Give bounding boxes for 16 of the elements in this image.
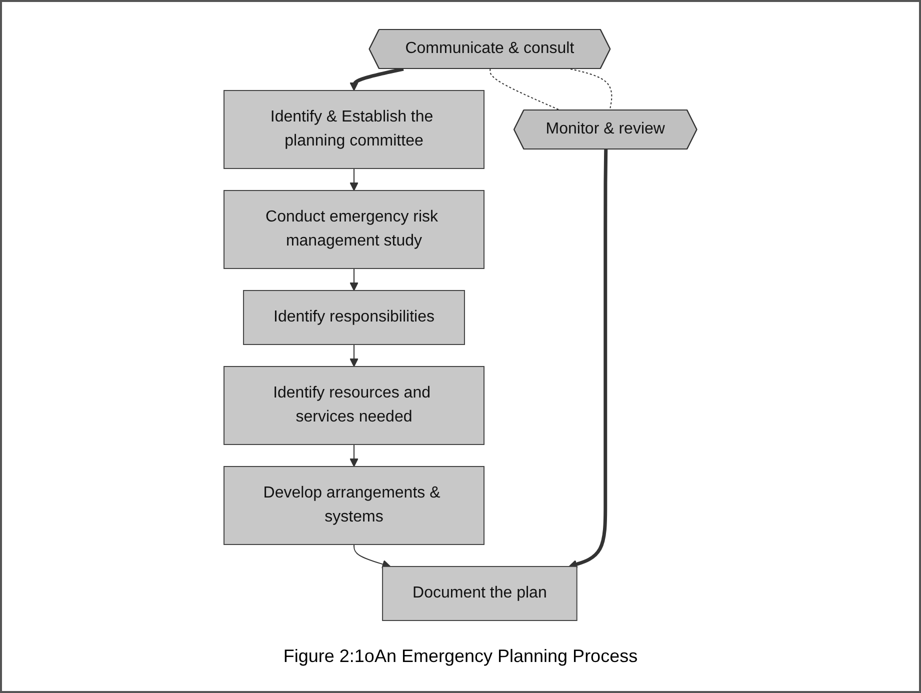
node-box: Develop arrangements & systems: [224, 466, 485, 545]
arrow: [350, 168, 358, 191]
connector: [570, 68, 612, 111]
node-box: Identify & Establish the planning committee: [224, 90, 485, 169]
arrow: [350, 344, 358, 367]
arrow: [350, 67, 404, 91]
arrow: [350, 444, 358, 467]
arrow: [350, 268, 358, 291]
figure-caption: Figure 2:1oAn Emergency Planning Process: [283, 646, 638, 667]
node-box: Document the plan: [382, 566, 578, 621]
node-box: Conduct emergency risk management study: [224, 190, 485, 269]
arrow: [354, 544, 391, 568]
node-box: Identify resources and services needed: [224, 366, 485, 445]
arrow: [568, 149, 608, 568]
connector: [490, 68, 562, 111]
node-box: Identify responsibilities: [243, 290, 466, 345]
